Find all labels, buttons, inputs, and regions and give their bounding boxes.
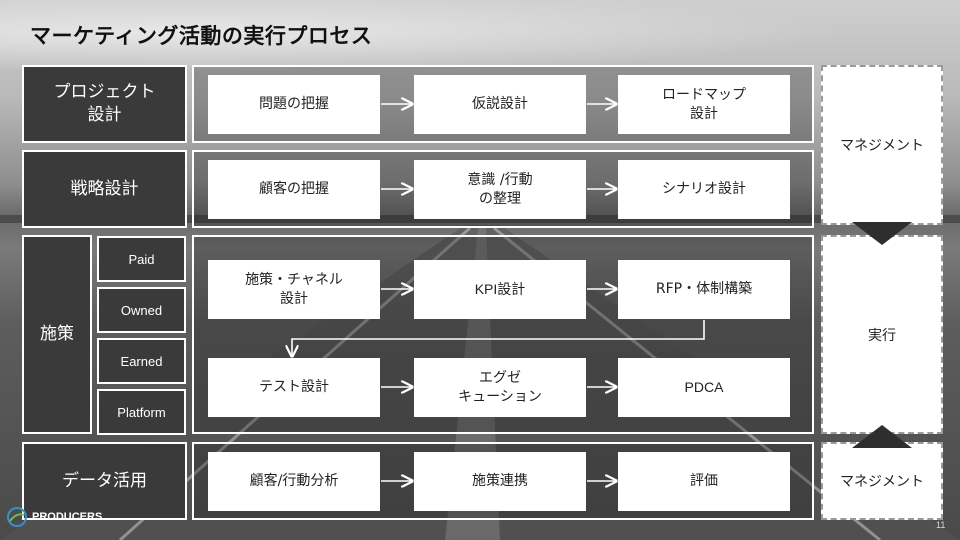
step-test: テスト設計: [208, 358, 380, 417]
step-scenario: シナリオ設計: [618, 160, 790, 219]
step-execution: エグゼ キューション: [414, 358, 586, 417]
step-hypothesis: 仮説設計: [414, 75, 586, 134]
down-triangle-icon: [852, 222, 912, 245]
step-linkage: 施策連携: [414, 452, 586, 511]
side-management-bottom: マネジメント: [821, 442, 943, 520]
producers-logo: PRODUCERS: [6, 506, 102, 528]
step-channel-design: 施策・チャネル 設計: [208, 260, 380, 319]
logo-text: PRODUCERS: [32, 511, 103, 523]
step-roadmap: ロードマップ 設計: [618, 75, 790, 134]
step-rfp: RFP・体制構築: [618, 260, 790, 319]
row-label-measures: 施策: [22, 235, 92, 434]
step-kpi: KPI設計: [414, 260, 586, 319]
page-title: マーケティング活動の実行プロセス: [30, 24, 373, 48]
step-evaluation: 評価: [618, 452, 790, 511]
row-label-project: プロジェクト 設計: [22, 65, 187, 143]
step-awareness: 意識 /行動 の整理: [414, 160, 586, 219]
step-analysis: 顧客/行動分析: [208, 452, 380, 511]
side-management-top: マネジメント: [821, 65, 943, 225]
channel-earned: Earned: [97, 338, 186, 384]
slide-number: 11: [936, 520, 946, 530]
row-label-strategy: 戦略設計: [22, 150, 187, 228]
channel-paid: Paid: [97, 236, 186, 282]
row-label-data: データ活用: [22, 442, 187, 520]
step-problem: 問題の把握: [208, 75, 380, 134]
channel-owned: Owned: [97, 287, 186, 333]
side-execution: 実行: [821, 235, 943, 434]
logo-circle-icon: [7, 507, 27, 527]
step-pdca: PDCA: [618, 358, 790, 417]
step-customer: 顧客の把握: [208, 160, 380, 219]
up-triangle-icon: [852, 425, 912, 448]
channel-platform: Platform: [97, 389, 186, 435]
